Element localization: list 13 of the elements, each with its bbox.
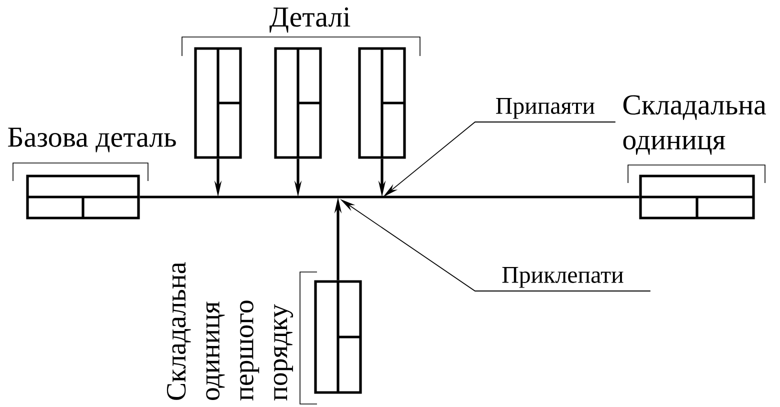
leader-text: Приклепати	[502, 267, 624, 288]
group-label: Деталі	[270, 7, 350, 33]
heading: Складальна одиниця	[623, 95, 766, 155]
leader-text: Припаяти	[496, 98, 594, 119]
assembly-box	[639, 174, 755, 220]
heading: Складальна одиниця першого порядку	[166, 262, 294, 400]
part-box	[194, 47, 242, 159]
part-box	[314, 280, 362, 394]
heading: Базова деталь	[8, 128, 176, 152]
part-box	[358, 47, 406, 159]
part-box	[274, 47, 322, 159]
assembly-line	[140, 196, 640, 198]
assembly-box	[26, 174, 140, 220]
